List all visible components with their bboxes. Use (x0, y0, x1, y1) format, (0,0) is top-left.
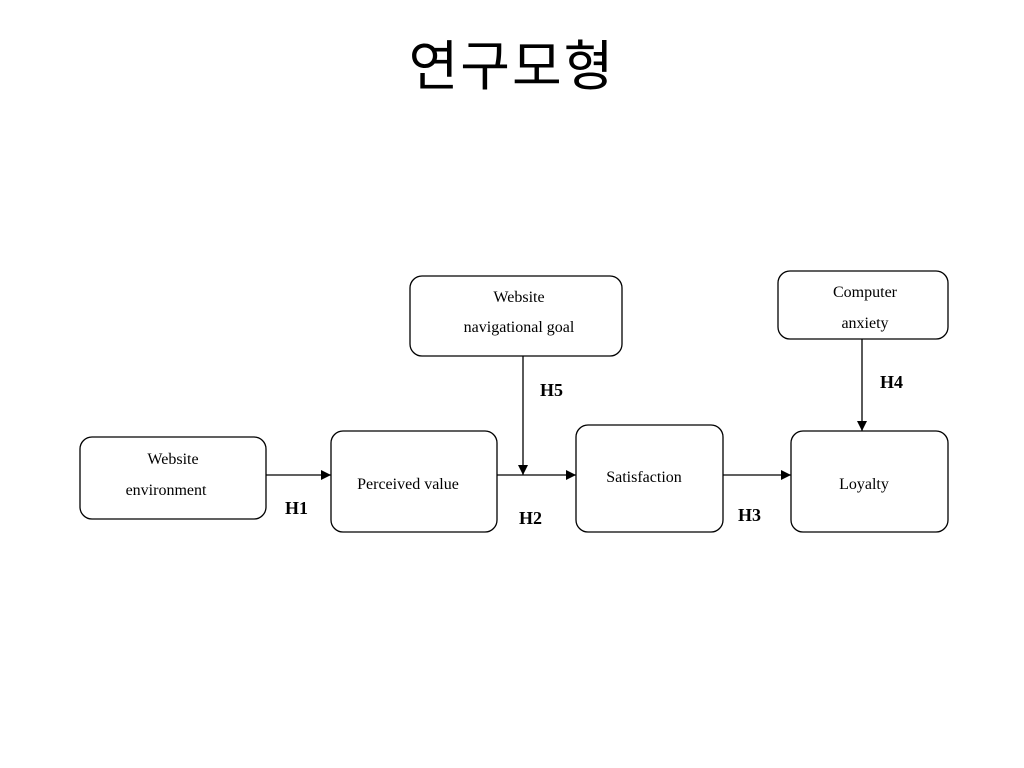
hypothesis-label-h1: H1 (285, 498, 308, 518)
node-website-environment: Website environment (79, 436, 267, 520)
node-label-line: Loyalty (839, 476, 889, 493)
slide-title: 연구모형 (408, 35, 616, 98)
hypothesis-label-h5: H5 (540, 380, 563, 400)
node-label-line: environment (126, 482, 207, 499)
node-label-line: Computer (833, 284, 898, 301)
node-loyalty: Loyalty (790, 430, 949, 533)
node-label-line: Perceived value (357, 476, 459, 493)
node-perceived-value: Perceived value (330, 430, 498, 533)
node-label-line: Website (147, 451, 198, 468)
node-satisfaction: Satisfaction (575, 424, 724, 533)
hypothesis-label-h3: H3 (738, 505, 761, 525)
node-website-navigational-goal: Website navigational goal (409, 275, 623, 357)
hypothesis-label-h4: H4 (880, 372, 903, 392)
node-label-line: Website (493, 289, 544, 306)
node-label-line: anxiety (841, 315, 888, 332)
node-label-line: navigational goal (464, 319, 575, 336)
node-computer-anxiety: Computer anxiety (777, 270, 949, 340)
hypothesis-label-h2: H2 (519, 508, 542, 528)
node-label-line: Satisfaction (606, 469, 682, 486)
